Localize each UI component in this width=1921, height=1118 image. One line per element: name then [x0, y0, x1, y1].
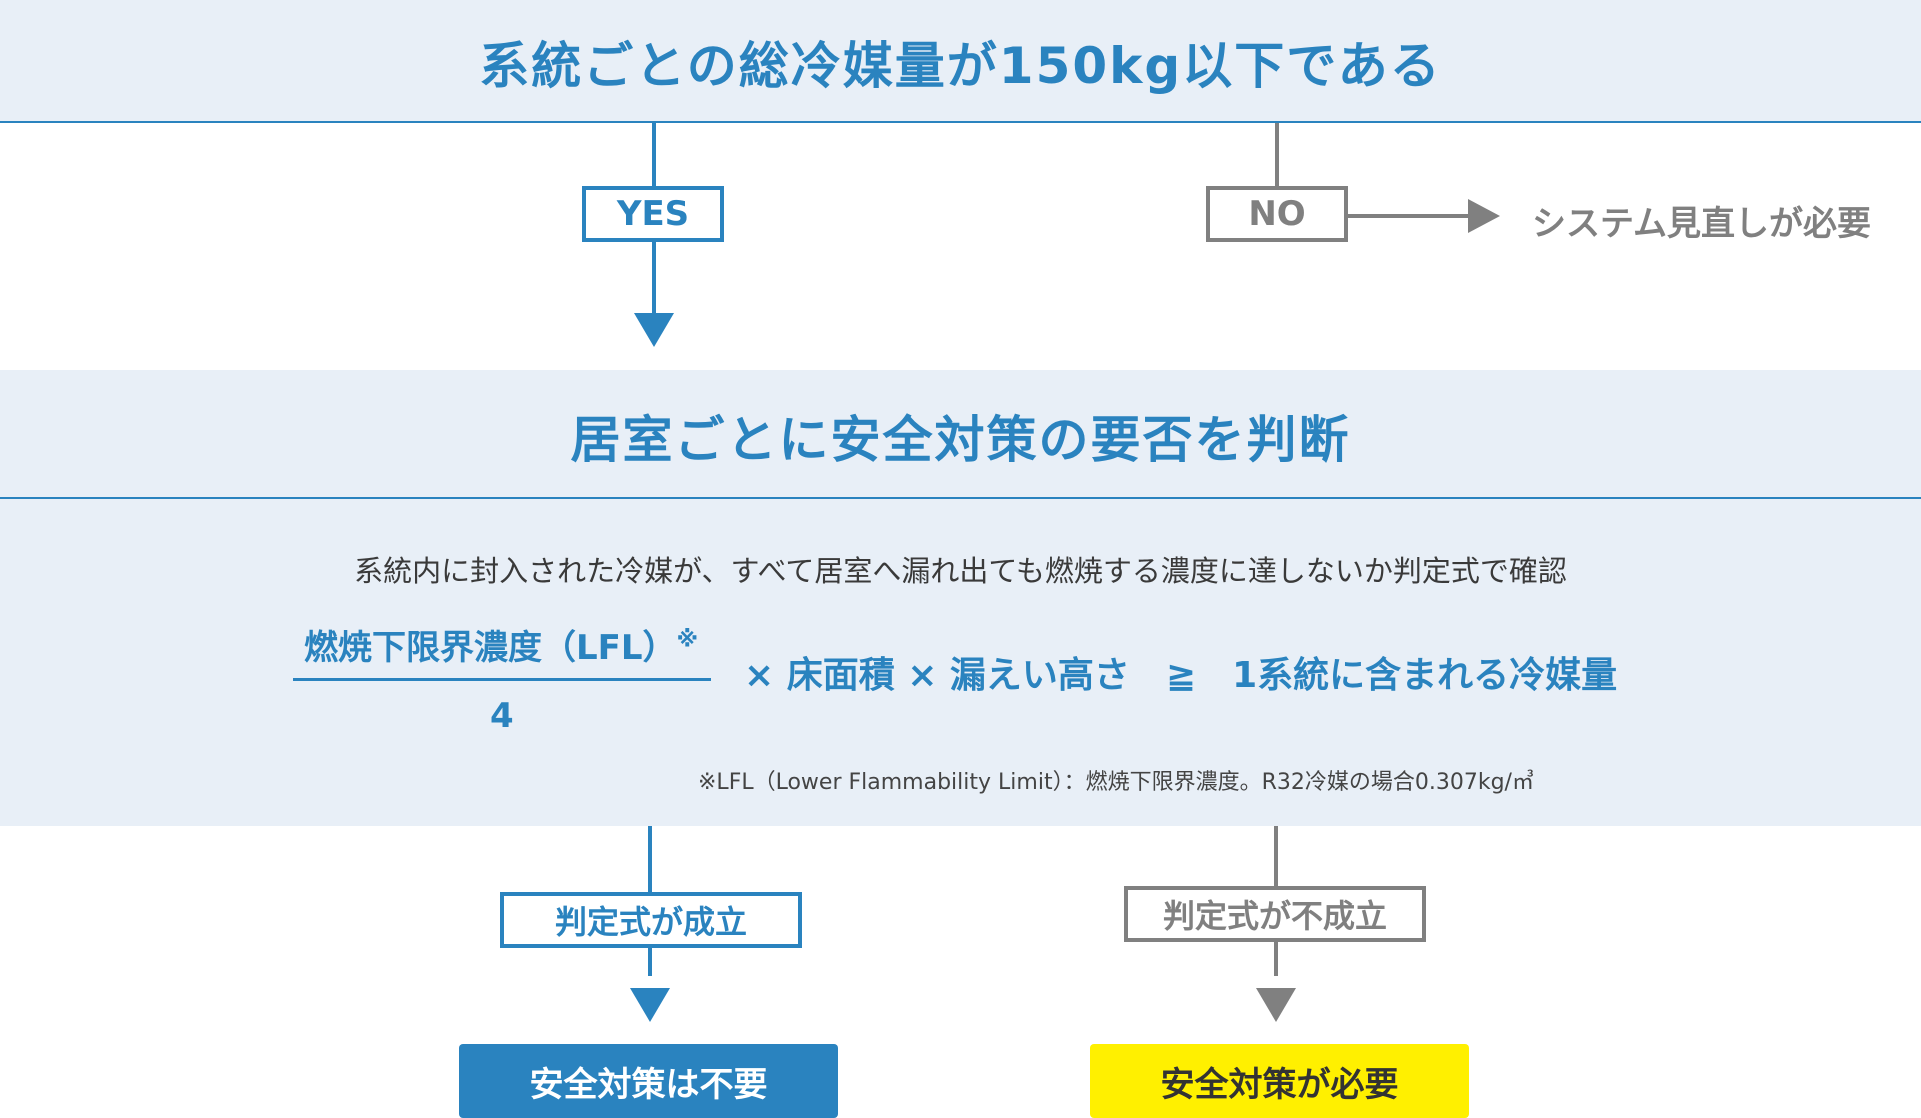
fail-arrow-head: [1256, 988, 1296, 1022]
fail-result-box: 安全対策が必要: [1090, 1044, 1469, 1118]
fail-label: 判定式が不成立: [1162, 897, 1387, 935]
middle-band: [0, 370, 1921, 826]
formula-rest: × 床面積 × 漏えい高さ ≧ 1系統に含まれる冷媒量: [744, 655, 1618, 696]
yes-label: YES: [616, 194, 690, 234]
middle-band-divider: [0, 497, 1921, 499]
no-label-box: NO: [1206, 186, 1348, 242]
no-label: NO: [1248, 194, 1306, 234]
top-band-divider: [0, 121, 1921, 123]
pass-label: 判定式が成立: [554, 903, 747, 941]
fail-label-box: 判定式が不成立: [1124, 886, 1426, 942]
formula-denominator: 4: [490, 696, 514, 736]
top-title: 系統ごとの総冷媒量が150kg以下である: [479, 37, 1442, 95]
pass-arrow-head: [630, 988, 670, 1022]
fraction-bar: [293, 678, 711, 681]
footnote-mark: ※: [676, 627, 698, 653]
no-arrow-head: [1468, 199, 1500, 233]
no-connector-line: [1275, 123, 1279, 213]
lfl-footnote: ※LFL（Lower Flammability Limit）：燃焼下限界濃度。R…: [698, 770, 1534, 795]
judgement-description: 系統内に封入された冷媒が、すべて居室へ漏れ出ても燃焼する濃度に達しないか判定式で…: [354, 554, 1567, 588]
formula-numerator: 燃焼下限界濃度（LFL）※: [304, 627, 698, 668]
middle-title: 居室ごとに安全対策の要否を判断: [570, 411, 1351, 469]
pass-result: 安全対策は不要: [529, 1064, 768, 1105]
top-band: [0, 0, 1921, 122]
pass-result-box: 安全対策は不要: [459, 1044, 838, 1118]
no-horizontal-line: [1348, 214, 1470, 218]
pass-label-box: 判定式が成立: [500, 892, 802, 948]
fail-result: 安全対策が必要: [1160, 1064, 1399, 1105]
yes-arrow-head: [634, 313, 674, 347]
yes-label-box: YES: [582, 186, 724, 242]
no-result-text: システム見直しが必要: [1532, 204, 1871, 244]
